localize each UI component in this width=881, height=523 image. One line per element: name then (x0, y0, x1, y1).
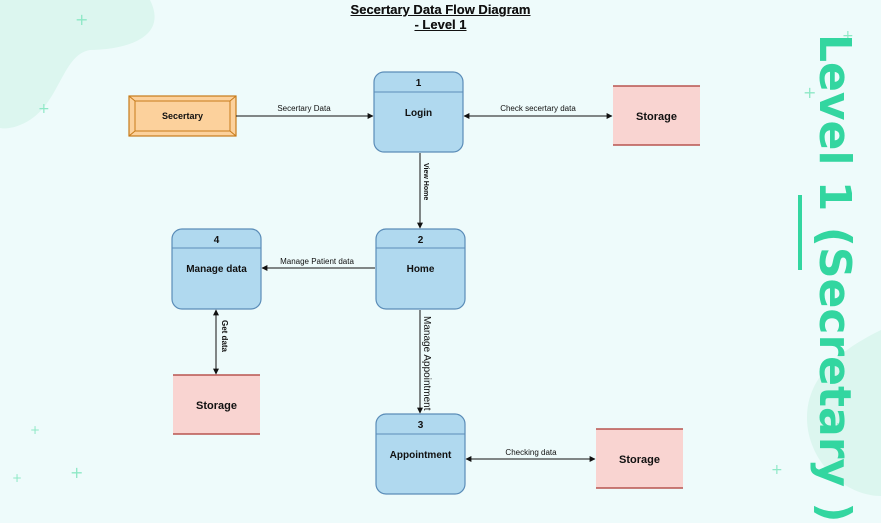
store-label: Storage (636, 111, 677, 123)
entity-label: Secertary (162, 111, 203, 121)
process-number: 3 (418, 420, 424, 431)
sparkle-icon: + (771, 462, 783, 478)
flow-label: Secertary Data (277, 104, 331, 113)
sparkle-icon: + (803, 83, 816, 102)
diagram-canvas: + + + + + + + + + Secertary 1 Login 2 Ho… (0, 0, 881, 496)
process-label: Login (405, 108, 432, 119)
process-label: Appointment (390, 450, 452, 461)
process-manage-data[interactable]: 4 Manage data (171, 228, 262, 310)
process-home[interactable]: 2 Home (375, 228, 466, 310)
process-label: Home (407, 264, 435, 275)
background-decoration: + + + + + + + + + (0, 0, 881, 496)
sparkle-icon: + (38, 101, 50, 117)
sparkle-icon: + (12, 471, 22, 485)
sparkle-icon: + (842, 28, 854, 44)
flow-home-to-manage[interactable]: Manage Patient data (261, 257, 375, 271)
data-store-manage[interactable]: Storage (173, 374, 260, 435)
diagram-title-overlay: Secertary Data Flow Diagram (350, 2, 531, 17)
process-number: 4 (214, 235, 220, 246)
flow-login-to-home[interactable]: View Home (417, 153, 429, 229)
flow-label: View Home (422, 163, 429, 200)
data-store-login[interactable]: Storage (613, 85, 700, 146)
flow-secretary-to-login[interactable]: Secertary Data (236, 104, 374, 119)
flow-label: Get data (220, 320, 229, 353)
data-store-appointment[interactable]: Storage (596, 428, 683, 489)
side-accent-bar (798, 195, 802, 270)
side-title-text: Level 1 (Secretary ) (809, 34, 860, 523)
flow-appointment-storage[interactable]: Checking data (465, 448, 596, 462)
process-appointment[interactable]: 3 Appointment (375, 413, 466, 495)
store-label: Storage (196, 400, 237, 412)
process-label: Manage data (186, 264, 247, 275)
diagram-subtitle-overlay: - Level 1 (414, 17, 467, 32)
flow-label: Manage Patient data (280, 257, 354, 266)
flow-login-storage[interactable]: Check secertary data (463, 104, 613, 119)
process-number: 2 (418, 235, 424, 246)
flow-manage-storage[interactable]: Get data (213, 309, 229, 375)
flow-home-to-appointment[interactable]: Manage Appointment (417, 310, 432, 414)
sparkle-icon: + (832, 420, 844, 436)
diagram-subtitle: - Level 1 (414, 17, 467, 32)
external-entity-secretary[interactable]: Secertary (128, 95, 237, 137)
diagram-title: Secertary Data Flow Diagram (350, 2, 531, 17)
flow-label: Checking data (505, 448, 557, 457)
side-title: Level 1 (Secretary ) (795, 20, 865, 523)
flow-label: Manage Appointment (421, 316, 432, 411)
flow-label: Check secertary data (500, 104, 576, 113)
sparkle-icon: + (75, 10, 88, 29)
sparkle-icon: + (70, 463, 83, 482)
process-number: 1 (416, 78, 422, 89)
process-login[interactable]: 1 Login (373, 71, 464, 153)
store-label: Storage (619, 454, 660, 466)
sparkle-icon: + (30, 423, 40, 437)
